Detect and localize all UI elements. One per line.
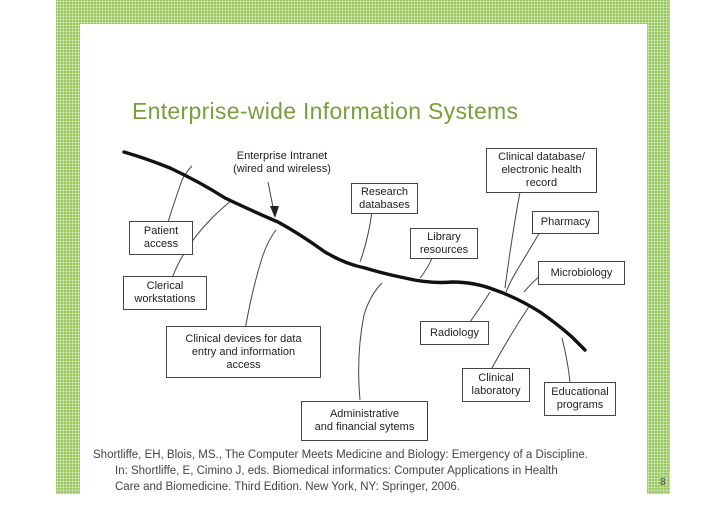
node-radiology: Radiology xyxy=(420,321,489,345)
connector-lines xyxy=(167,165,571,401)
connector-patient-access xyxy=(167,165,193,223)
node-patient-access: Patient access xyxy=(129,221,193,255)
node-research-databases: Research databases xyxy=(351,183,418,214)
node-clinical-laboratory: Clinical laboratory xyxy=(462,368,530,402)
connector-administrative xyxy=(358,282,383,401)
intranet-pointer xyxy=(267,181,279,218)
node-clinical-database: Clinical database/ electronic health rec… xyxy=(486,148,597,193)
citation-line-1: Shortliffe, EH, Blois, MS., The Computer… xyxy=(93,449,588,461)
connector-clinical-database xyxy=(504,191,521,289)
connector-library-resources xyxy=(419,257,433,279)
connector-research-databases xyxy=(359,211,373,263)
node-pharmacy: Pharmacy xyxy=(532,211,599,234)
enterprise-intranet-backbone xyxy=(122,150,587,352)
node-library-resources: Library resources xyxy=(410,228,478,259)
node-clinical-devices: Clinical devices for data entry and info… xyxy=(166,326,321,378)
node-clerical-workstations: Clerical workstations xyxy=(123,276,207,310)
connector-clinical-laboratory xyxy=(491,304,531,369)
connector-educational-programs xyxy=(561,337,571,383)
citation: Shortliffe, EH, Blois, MS., The Computer… xyxy=(93,447,653,495)
slide-title: Enterprise-wide Information Systems xyxy=(132,98,519,124)
intranet-label: Enterprise Intranet (wired and wireless) xyxy=(233,150,331,175)
connector-clerical-workstations xyxy=(171,199,233,279)
node-microbiology: Microbiology xyxy=(538,261,625,285)
connector-pharmacy xyxy=(505,231,541,293)
citation-line-3: Care and Biomedicine. Third Edition. New… xyxy=(115,481,460,493)
connector-radiology xyxy=(469,291,491,323)
node-educational-programs: Educational programs xyxy=(544,382,616,416)
node-administrative: Administrative and financial sytems xyxy=(301,401,428,441)
citation-line-2: In: Shortliffe, E, Cimino J, eds. Biomed… xyxy=(115,465,558,477)
page-number: 8 xyxy=(660,477,666,488)
connector-clinical-devices xyxy=(244,229,277,331)
